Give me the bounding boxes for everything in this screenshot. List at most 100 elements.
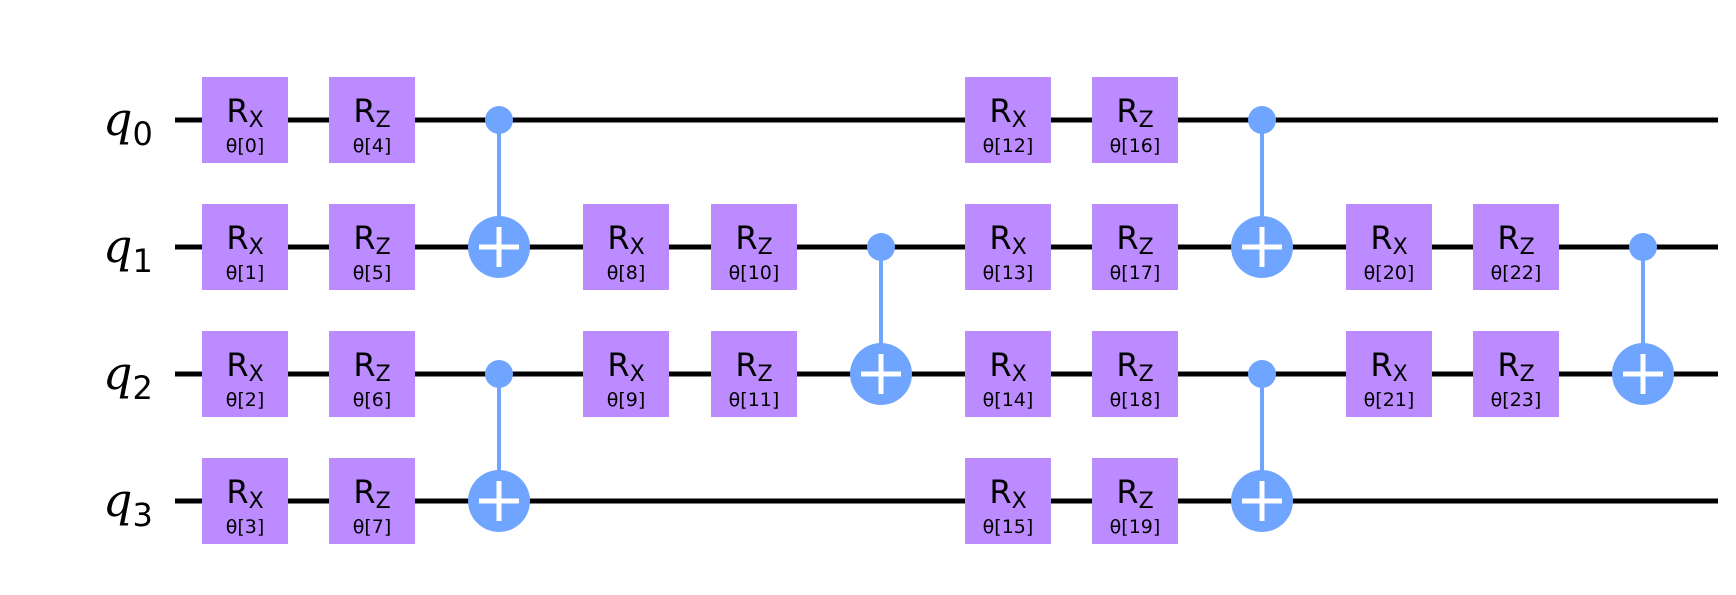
cnot-gate bbox=[1231, 360, 1293, 532]
gate-label-axis: Z bbox=[1139, 108, 1154, 133]
gate-rx: RXθ[14] bbox=[965, 331, 1051, 417]
gate-label: RZ bbox=[1116, 473, 1153, 514]
gate-label-name: R bbox=[989, 92, 1011, 130]
gate-label: RX bbox=[1370, 219, 1407, 260]
qubit-label-index: 3 bbox=[132, 496, 152, 534]
gate-label-name: R bbox=[989, 346, 1011, 384]
gate-box bbox=[1346, 331, 1432, 417]
gate-rz: RZθ[10] bbox=[711, 204, 797, 290]
qubit-wires bbox=[175, 117, 1718, 504]
gate-label-axis: X bbox=[249, 108, 264, 133]
gate-box bbox=[711, 204, 797, 290]
cnot-control-dot bbox=[1248, 360, 1276, 388]
gate-box bbox=[1092, 331, 1178, 417]
gate-parameter: θ[5] bbox=[353, 262, 392, 284]
gate-label-axis: Z bbox=[758, 235, 773, 260]
qubit-label-index: 1 bbox=[132, 242, 152, 280]
gate-parameter: θ[6] bbox=[353, 389, 392, 411]
gate-parameter: θ[0] bbox=[226, 135, 265, 157]
gate-label-axis: X bbox=[1012, 362, 1027, 387]
gate-label: RX bbox=[226, 346, 263, 387]
gate-rx: RXθ[0] bbox=[202, 77, 288, 163]
gate-rx: RXθ[1] bbox=[202, 204, 288, 290]
gate-rz: RZθ[22] bbox=[1473, 204, 1559, 290]
cnot-control-dot bbox=[1248, 106, 1276, 134]
cnot-control-dot bbox=[485, 360, 513, 388]
gate-rz: RZθ[11] bbox=[711, 331, 797, 417]
gate-label: RX bbox=[1370, 346, 1407, 387]
gate-parameter: θ[9] bbox=[607, 389, 646, 411]
gate-box bbox=[1473, 331, 1559, 417]
gate-rx: RXθ[21] bbox=[1346, 331, 1432, 417]
gate-label: RX bbox=[989, 92, 1026, 133]
gate-label-axis: X bbox=[1012, 108, 1027, 133]
qubit-label-1: q1 bbox=[103, 219, 153, 280]
gate-label-axis: Z bbox=[1139, 489, 1154, 514]
gate-box bbox=[583, 331, 669, 417]
qubit-label-name: q bbox=[103, 219, 132, 273]
gate-parameter: θ[23] bbox=[1491, 389, 1542, 411]
gate-parameter: θ[10] bbox=[729, 262, 780, 284]
gate-label: RZ bbox=[1116, 346, 1153, 387]
gate-rx: RXθ[15] bbox=[965, 458, 1051, 544]
gate-rz: RZθ[7] bbox=[329, 458, 415, 544]
qubit-label-name: q bbox=[103, 473, 132, 527]
gate-label-axis: X bbox=[1393, 235, 1408, 260]
gate-box bbox=[965, 77, 1051, 163]
gate-label: RZ bbox=[353, 473, 390, 514]
gate-label-name: R bbox=[607, 346, 629, 384]
gate-label-axis: X bbox=[249, 362, 264, 387]
gate-rx: RXθ[12] bbox=[965, 77, 1051, 163]
gate-rz: RZθ[6] bbox=[329, 331, 415, 417]
gate-label: RX bbox=[989, 346, 1026, 387]
gate-label: RZ bbox=[1497, 219, 1534, 260]
gate-label: RZ bbox=[353, 219, 390, 260]
gate-rz: RZθ[5] bbox=[329, 204, 415, 290]
gate-label-name: R bbox=[226, 346, 248, 384]
gate-label-name: R bbox=[1116, 219, 1138, 257]
gate-box bbox=[965, 331, 1051, 417]
gate-label-name: R bbox=[989, 473, 1011, 511]
cnot-gate bbox=[468, 106, 530, 278]
gate-label-axis: Z bbox=[758, 362, 773, 387]
gate-label-axis: X bbox=[630, 362, 645, 387]
gate-label-axis: Z bbox=[376, 362, 391, 387]
gate-parameter: θ[3] bbox=[226, 516, 265, 538]
gate-box bbox=[1346, 204, 1432, 290]
gate-box bbox=[329, 77, 415, 163]
gate-label-name: R bbox=[1116, 346, 1138, 384]
gate-parameter: θ[7] bbox=[353, 516, 392, 538]
gate-label: RX bbox=[989, 219, 1026, 260]
gate-label: RX bbox=[226, 473, 263, 514]
gate-box bbox=[1092, 458, 1178, 544]
gate-label-name: R bbox=[607, 219, 629, 257]
gate-label: RZ bbox=[353, 346, 390, 387]
gate-rz: RZθ[16] bbox=[1092, 77, 1178, 163]
qubit-label-index: 2 bbox=[132, 369, 152, 407]
gate-label-axis: Z bbox=[1139, 235, 1154, 260]
gate-box bbox=[202, 77, 288, 163]
gate-label-name: R bbox=[353, 473, 375, 511]
gate-label-name: R bbox=[989, 219, 1011, 257]
gate-parameter: θ[13] bbox=[983, 262, 1034, 284]
gate-label-name: R bbox=[735, 219, 757, 257]
gate-box bbox=[329, 204, 415, 290]
gate-parameter: θ[14] bbox=[983, 389, 1034, 411]
qubit-label-0: q0 bbox=[103, 92, 153, 153]
cnot-gate bbox=[850, 233, 912, 405]
gate-parameter: θ[15] bbox=[983, 516, 1034, 538]
gate-label-name: R bbox=[353, 346, 375, 384]
gate-parameter: θ[18] bbox=[1110, 389, 1161, 411]
gate-label: RX bbox=[607, 219, 644, 260]
gate-label-axis: X bbox=[1012, 235, 1027, 260]
gate-label-name: R bbox=[226, 473, 248, 511]
gate-rx: RXθ[3] bbox=[202, 458, 288, 544]
gate-label: RX bbox=[607, 346, 644, 387]
gate-label-name: R bbox=[735, 346, 757, 384]
gate-label-axis: X bbox=[630, 235, 645, 260]
gate-label: RZ bbox=[1116, 219, 1153, 260]
gate-box bbox=[329, 331, 415, 417]
gate-label: RZ bbox=[1116, 92, 1153, 133]
gate-box bbox=[965, 458, 1051, 544]
